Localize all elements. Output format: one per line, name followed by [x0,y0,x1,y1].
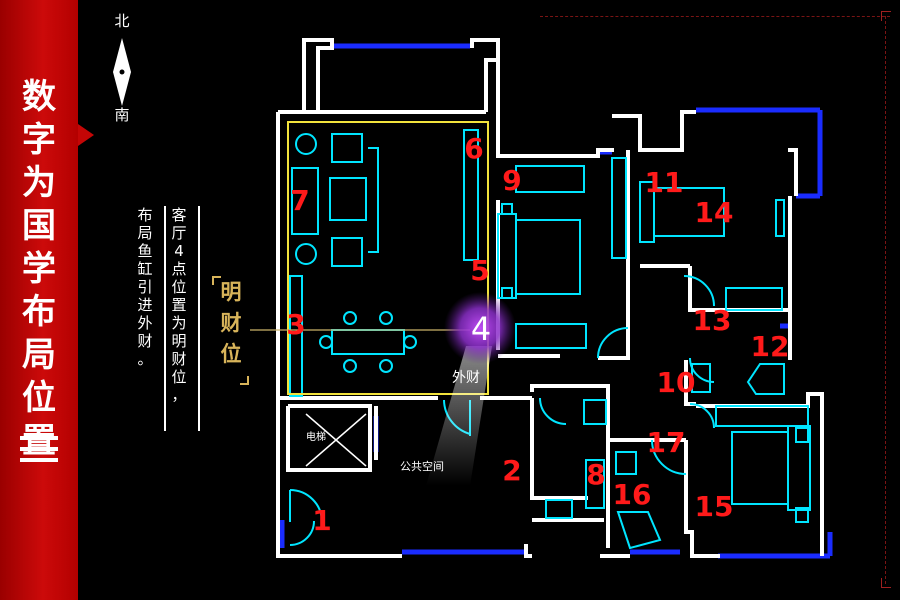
description-char: 位 [171,278,187,296]
wealth-glow [444,292,516,364]
description-char: 引 [137,278,153,296]
outer-wealth-label: 外财 [452,370,480,386]
position-number-12: 12 [751,330,790,363]
description-char: 厅 [171,224,187,242]
position-number-3: 3 [286,308,305,341]
compass: 北 南 [104,8,140,126]
position-number-6: 6 [464,132,483,165]
position-number-2: 2 [502,454,521,487]
frame-corner-top [881,11,891,21]
banner-title-char: 为 [22,163,56,203]
living-room-highlight [287,121,489,395]
description-char: 财 [171,350,187,368]
description-char: 缸 [137,260,153,278]
compass-south-label: 南 [114,106,130,124]
position-number-10: 10 [657,366,696,399]
description-char: 局 [137,224,153,242]
banner-title-char: 布 [22,292,56,332]
elevator-label: 电梯 [306,430,326,443]
position-number-7: 7 [290,184,309,217]
banner-title: 数字为国学布局位置 [17,76,61,463]
banner-title-char: 置 [22,421,56,461]
position-number-9: 9 [502,164,521,197]
description-char: 布 [137,206,153,224]
frame-right-line [885,16,886,584]
position-number-14: 14 [695,196,734,229]
description-char: 为 [171,314,187,332]
gold-bracket-top [212,276,221,285]
wealth-label-char: 明 [220,279,242,304]
compass-needle-icon [113,38,131,106]
position-number-17: 17 [647,426,686,459]
banner-title-char: 学 [22,249,56,289]
description-char: 4 [174,242,184,260]
banner-lines-icon [20,436,58,469]
title-banner: 数字为国学布局位置 [0,0,78,600]
banner-title-char: 局 [22,335,56,375]
banner-title-char: 字 [22,120,56,160]
gold-bracket-bottom [240,376,249,385]
description-char: 置 [171,296,187,314]
banner-title-char: 位 [22,378,56,418]
banner-title-char: 数 [22,77,56,117]
description-char: 明 [171,332,187,350]
wealth-position-label: 明财位 [214,276,248,369]
windows [279,43,833,559]
walls [276,38,824,558]
description-char: 点 [171,260,187,278]
description-char: 位 [171,368,187,386]
description-char: 进 [137,296,153,314]
elevator-icon [305,413,367,467]
position-number-11: 11 [645,166,684,199]
compass-north-label: 北 [114,12,130,30]
banner-title-char: 国 [22,206,56,246]
furniture [289,129,811,550]
frame-corner-bottom [881,578,891,588]
description-char: 。 [137,350,153,368]
description-char: 鱼 [137,242,153,260]
frame-top-line [540,16,890,17]
position-number-13: 13 [693,304,732,337]
highlight-number: 4 [471,310,491,348]
light-beam [426,346,492,486]
wealth-label-char: 位 [220,341,242,366]
banner-line [20,447,58,451]
position-number-8: 8 [586,458,605,491]
position-number-15: 15 [695,490,734,523]
description-char: 财 [137,332,153,350]
position-number-1: 1 [312,504,331,537]
position-number-16: 16 [613,478,652,511]
banner-line [20,436,58,440]
description-char: 外 [137,314,153,332]
banner-arrow [78,124,94,146]
description-char: ， [171,386,187,404]
wealth-label-char: 财 [220,310,242,335]
position-number-5: 5 [470,254,489,287]
description-char: 客 [171,206,187,224]
description-column-2: 布局鱼缸引进外财。 [134,206,166,431]
public-space-label: 公共空间 [400,459,444,473]
banner-line [20,458,58,462]
